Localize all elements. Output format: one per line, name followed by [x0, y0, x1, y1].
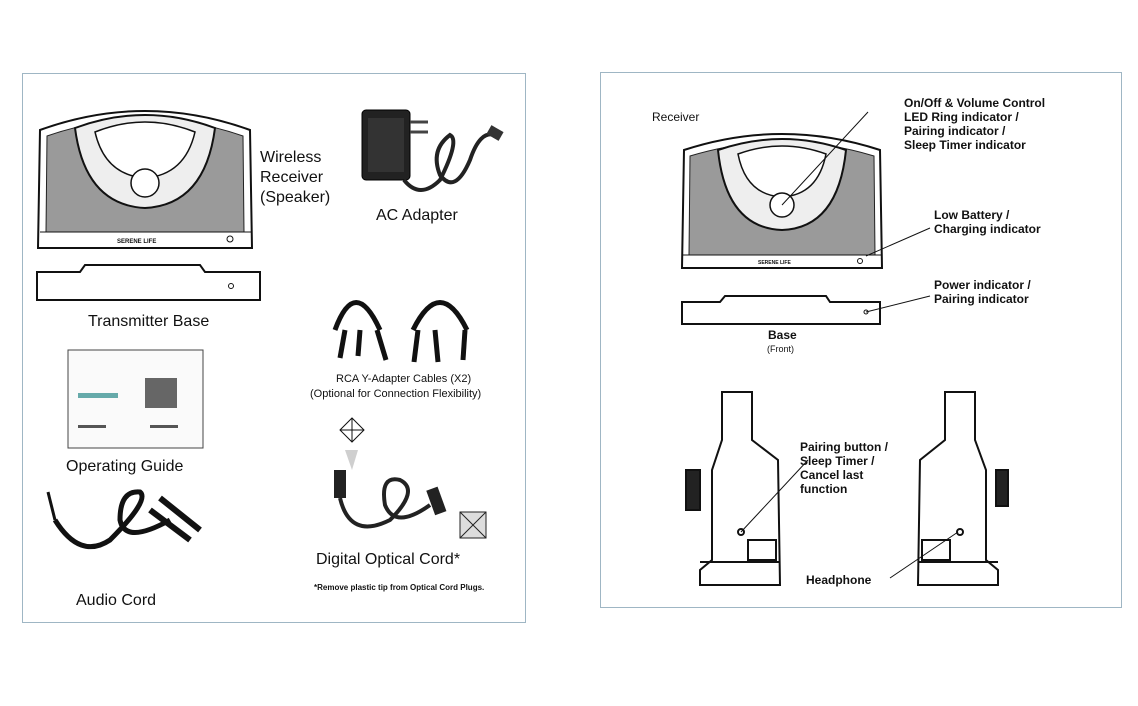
- ac-adapter-label: AC Adapter: [376, 207, 458, 224]
- receiver-brand: SERENE LIFE: [117, 239, 156, 245]
- base-label: Base: [768, 328, 797, 342]
- transmitter-base-illustration: [36, 264, 261, 301]
- operating-guide-illustration: [67, 349, 204, 449]
- receiver-side-left-illustration: [685, 391, 782, 586]
- low-battery-callout: Low Battery / Charging indicator: [934, 208, 1041, 236]
- receiver-label: Wireless Receiver (Speaker): [260, 149, 331, 206]
- receiver-side-right-illustration: [916, 391, 1009, 586]
- ac-adapter-illustration: [361, 109, 504, 192]
- audio-cord-illustration: [46, 489, 202, 550]
- optical-cord-note: *Remove plastic tip from Optical Cord Pl…: [314, 583, 485, 592]
- rca-label-line1: RCA Y-Adapter Cables (X2): [336, 373, 472, 385]
- callout-lines: [740, 111, 959, 579]
- transmitter-base-label: Transmitter Base: [88, 313, 210, 330]
- receiver-front-illustration: SERENE LIFE: [680, 133, 884, 269]
- digital-optical-cord-illustration: [334, 417, 487, 539]
- power-indicator-callout: Power indicator / Pairing indicator: [934, 278, 1031, 306]
- rca-y-adapter-illustration: [332, 300, 470, 363]
- receiver-title-label: Receiver: [652, 110, 700, 124]
- base-front-illustration: [681, 295, 881, 325]
- base-sub-label: (Front): [767, 344, 794, 354]
- audio-cord-label: Audio Cord: [76, 592, 157, 609]
- onoff-volume-callout: On/Off & Volume Control LED Ring indicat…: [904, 96, 1046, 152]
- receiver-speaker-illustration: SERENE LIFE: [36, 110, 254, 249]
- receiver-front-brand: SERENE LIFE: [758, 260, 791, 266]
- pairing-button-callout: Pairing button / Sleep Timer / Cancel la…: [800, 440, 888, 496]
- optical-cord-label: Digital Optical Cord*: [316, 551, 461, 568]
- operating-guide-label: Operating Guide: [66, 458, 184, 475]
- rca-label-line2: (Optional for Connection Flexibility): [310, 388, 482, 400]
- headphone-callout: Headphone: [806, 573, 872, 587]
